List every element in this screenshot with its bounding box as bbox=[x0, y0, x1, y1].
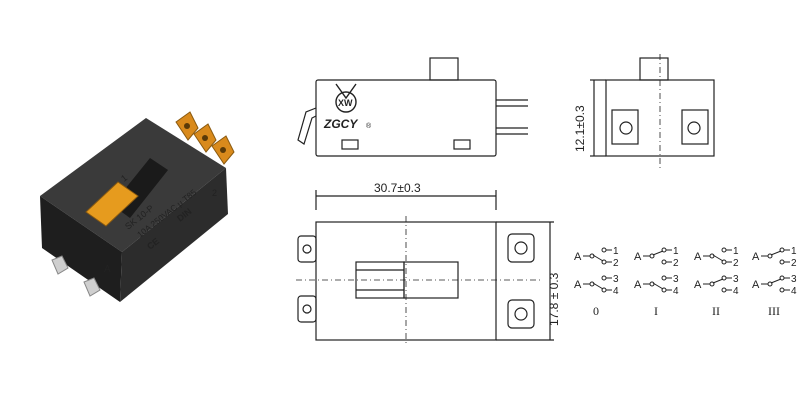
logo-initials: XW bbox=[338, 98, 353, 108]
schematic-contact-label: 1 bbox=[791, 246, 797, 257]
schematic-lever bbox=[712, 254, 724, 262]
schematic-contact-label: 2 bbox=[791, 258, 797, 269]
schematic-lever bbox=[712, 278, 724, 284]
schematic-contact-label: 4 bbox=[673, 286, 679, 297]
schematic-position-label: I bbox=[654, 304, 658, 318]
schematic-contact-label: 4 bbox=[791, 286, 797, 297]
logo-registered: ® bbox=[366, 122, 372, 130]
switch-side-face bbox=[120, 168, 228, 302]
top-view bbox=[296, 190, 554, 346]
schematic-contact-label: 3 bbox=[733, 274, 739, 285]
schematic-pivot bbox=[589, 281, 595, 287]
schematic-contact-label: 3 bbox=[673, 274, 679, 285]
schematic-contact-label: 2 bbox=[733, 258, 739, 269]
schematic-contact-label: 3 bbox=[613, 274, 619, 285]
schematic-contact-label: 1 bbox=[673, 246, 679, 257]
schematic-lever bbox=[770, 278, 782, 284]
schematic-contact-label: 2 bbox=[673, 258, 679, 269]
schematic-common-label: A bbox=[574, 251, 582, 263]
schematic-contact-label: 3 bbox=[791, 274, 797, 285]
schematic-contact-label: 2 bbox=[613, 258, 619, 269]
schematic-lever bbox=[592, 282, 604, 290]
schematic-pivot bbox=[767, 281, 773, 287]
switch-front-face bbox=[40, 196, 122, 302]
schematic-contact-label: 4 bbox=[733, 286, 739, 297]
logo-text: ZGCY bbox=[323, 117, 358, 131]
schematic-pivot bbox=[649, 253, 655, 259]
schematic-common-label: A bbox=[634, 251, 642, 263]
schematic-lever bbox=[652, 250, 664, 256]
schematic-position-label: 0 bbox=[593, 304, 599, 318]
schematic-position-label: III bbox=[768, 304, 780, 318]
product-terminal-a: A bbox=[104, 264, 111, 275]
schematic-common-label: A bbox=[634, 279, 642, 291]
front-terminals bbox=[51, 255, 101, 297]
schematic-pivot bbox=[767, 253, 773, 259]
schematic-pivot bbox=[709, 253, 715, 259]
schematic-contact-label: 1 bbox=[733, 246, 739, 257]
schematic-lever bbox=[592, 254, 604, 262]
schematic-lever bbox=[652, 282, 664, 290]
schematic-common-label: A bbox=[574, 279, 582, 291]
dimension-width: 30.7±0.3 bbox=[374, 181, 421, 195]
schematic-common-label: A bbox=[752, 251, 760, 263]
slider-knob[interactable] bbox=[85, 181, 139, 227]
dimension-height: 12.1±0.3 bbox=[573, 105, 587, 152]
product-photo: SK 10-P 10A 250VAC μ T85 DIN CE A 1 2 bbox=[40, 111, 235, 302]
solder-tabs bbox=[175, 111, 235, 165]
schematic-pivot bbox=[709, 281, 715, 287]
end-view bbox=[590, 54, 715, 170]
schematic-common-label: A bbox=[694, 279, 702, 291]
schematic-contact-label: 4 bbox=[613, 286, 619, 297]
schematic-lever bbox=[770, 250, 782, 256]
product-terminal-2: 2 bbox=[212, 188, 217, 198]
schematic-pivot bbox=[649, 281, 655, 287]
schematic-common-label: A bbox=[694, 251, 702, 263]
schematic-common-label: A bbox=[752, 279, 760, 291]
schematic-position-label: II bbox=[712, 304, 720, 318]
brand-logo: XW ZGCY ® bbox=[323, 83, 372, 131]
schematic-pivot bbox=[589, 253, 595, 259]
product-terminal-1: 1 bbox=[119, 173, 129, 184]
side-view bbox=[297, 57, 528, 157]
dimension-depth: 17.8 ± 0.3 bbox=[547, 272, 561, 326]
schematic-contact-label: 1 bbox=[613, 246, 619, 257]
